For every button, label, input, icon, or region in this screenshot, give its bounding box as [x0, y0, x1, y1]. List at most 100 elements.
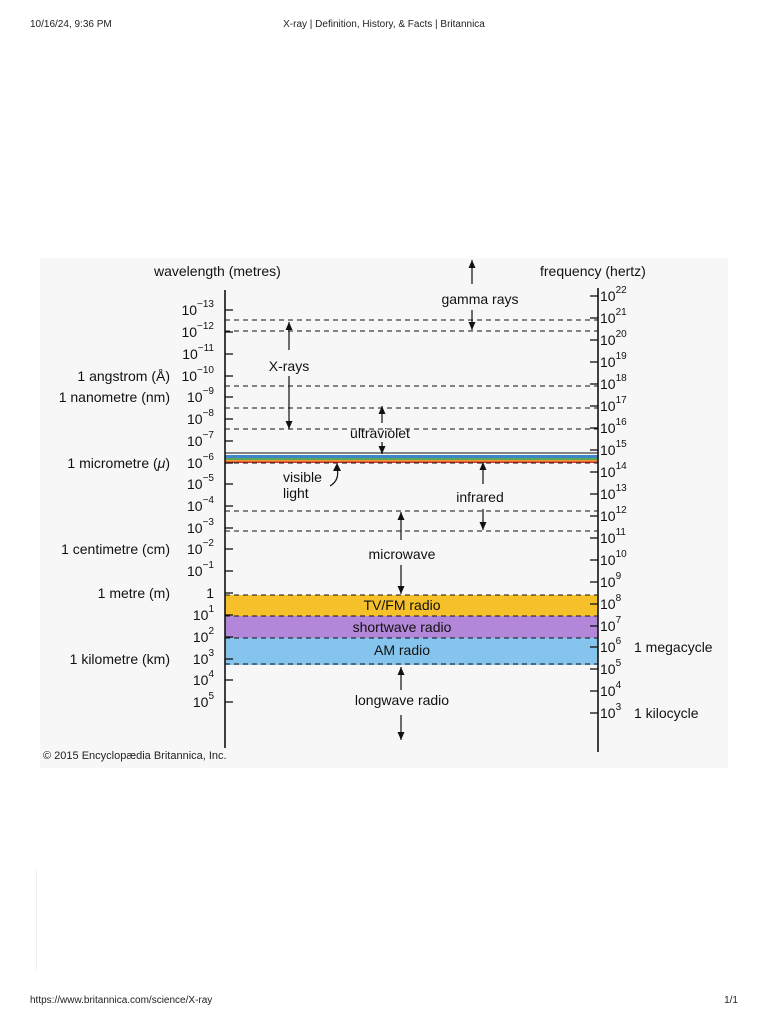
- wavelength-tick-label: 10−13: [154, 299, 214, 318]
- frequency-tick-label: 106: [600, 636, 622, 655]
- ir-arrow-down-head: [479, 522, 487, 530]
- region-infrared: infrared: [456, 489, 504, 505]
- tick-exponent: −3: [202, 517, 214, 529]
- frequency-tick-label: 1013: [600, 484, 627, 502]
- em-spectrum-diagram: wavelength (metres) frequency (hertz) 10…: [40, 258, 728, 768]
- uv-arrow-up-head: [378, 406, 386, 414]
- frequency-tick-label: 1014: [600, 462, 627, 480]
- tick-exponent: −4: [202, 495, 214, 507]
- tick-exponent: −7: [202, 430, 214, 442]
- tick-mantissa: 10: [187, 455, 203, 471]
- region-gamma-rays: gamma rays: [441, 291, 519, 307]
- tick-mantissa: 10: [192, 651, 209, 667]
- frequency-tick-label: 1011: [600, 528, 626, 546]
- tick-exponent: 18: [615, 373, 627, 385]
- copyright-notice: © 2015 Encyclopædia Britannica, Inc.: [43, 750, 227, 762]
- tick-mantissa: 10: [600, 464, 616, 480]
- visible-pointer-head: [333, 463, 341, 471]
- tick-mantissa: 1: [206, 585, 214, 601]
- microwave-arrow-down-head: [397, 586, 405, 594]
- wavelength-tick-label: 102: [154, 626, 214, 645]
- wavelength-tick-label: 103: [154, 648, 214, 667]
- tick-mantissa: 10: [187, 541, 203, 557]
- tick-exponent: −2: [202, 538, 214, 550]
- wavelength-tick-label: 10−11: [154, 343, 214, 362]
- label-centimetre: 1 centimetre (cm): [61, 541, 170, 557]
- tick-mantissa: 10: [192, 694, 209, 710]
- tick-exponent: 17: [615, 395, 627, 407]
- label-kilocycle: 1 kilocycle: [634, 705, 699, 721]
- tick-exponent: 3: [208, 648, 214, 660]
- frequency-tick-label: 1022: [600, 286, 627, 304]
- tick-exponent: −11: [197, 343, 214, 355]
- tick-exponent: 3: [615, 702, 622, 714]
- tick-exponent: −12: [197, 321, 214, 333]
- tick-mantissa: 10: [600, 354, 616, 370]
- print-timestamp: 10/16/24, 9:36 PM: [30, 19, 112, 30]
- tick-mantissa: 10: [600, 376, 616, 392]
- wavelength-tick-label: 10−8: [154, 408, 214, 427]
- tick-mantissa: 10: [600, 618, 616, 634]
- label-nanometre: 1 nanometre (nm): [58, 389, 170, 405]
- wavelength-tick-label: 10−7: [154, 430, 214, 449]
- tick-exponent: −1: [202, 560, 214, 572]
- tick-exponent: −6: [202, 452, 214, 464]
- tick-mantissa: 10: [187, 563, 203, 579]
- longwave-arrow-down-head: [397, 732, 405, 740]
- region-x-rays: X-rays: [268, 358, 310, 374]
- xray-arrow-up-head: [285, 322, 293, 330]
- tick-exponent: 5: [208, 691, 214, 703]
- tick-exponent: −8: [202, 408, 214, 420]
- tick-mantissa: 10: [600, 639, 616, 655]
- tick-mantissa: 10: [187, 389, 203, 405]
- tick-exponent: 4: [615, 680, 622, 692]
- xray-arrow-down-head: [285, 421, 293, 429]
- wavelength-tick-label: 1: [154, 585, 214, 601]
- page-edge-line: [36, 870, 37, 970]
- gamma-arrow-up-head: [468, 260, 476, 268]
- frequency-tick-label: 107: [600, 615, 622, 634]
- region-am-radio: AM radio: [373, 642, 431, 658]
- tick-mantissa: 10: [600, 705, 616, 721]
- region-microwave: microwave: [368, 546, 436, 562]
- frequency-tick-label: 1020: [600, 330, 627, 348]
- tick-mantissa: 10: [600, 552, 616, 568]
- wavelength-tick-label: 10−4: [154, 495, 214, 514]
- frequency-axis-title: frequency (hertz): [540, 263, 646, 279]
- tick-mantissa: 10: [187, 498, 203, 514]
- tick-exponent: 2: [208, 626, 214, 638]
- label-micrometre: 1 micrometre (μ): [0, 455, 170, 471]
- band-visible-orange: [225, 460, 598, 462]
- tick-mantissa: 10: [192, 672, 209, 688]
- tick-mantissa: 10: [187, 411, 203, 427]
- region-ultraviolet: ultraviolet: [350, 425, 410, 441]
- tick-exponent: 7: [615, 615, 622, 627]
- frequency-tick-label: 105: [600, 659, 621, 677]
- wavelength-tick-label: 104: [154, 670, 214, 688]
- tick-mantissa: 10: [600, 310, 616, 326]
- tick-exponent: 6: [615, 636, 622, 648]
- frequency-tick-label: 1016: [600, 418, 627, 436]
- tick-mantissa: 10: [600, 530, 616, 546]
- micro-symbol: μ: [157, 455, 166, 471]
- wavelength-tick-label: 10−10: [154, 366, 214, 384]
- ir-arrow-up-head: [479, 462, 487, 470]
- wavelength-tick-label: 10−12: [154, 321, 214, 340]
- label-micrometre-close: ): [165, 455, 170, 471]
- label-micrometre-text: 1 micrometre (: [67, 455, 158, 471]
- tick-mantissa: 10: [192, 629, 209, 645]
- tick-exponent: 1: [208, 604, 214, 616]
- wavelength-tick-label: 101: [154, 604, 214, 623]
- wavelength-axis-title: wavelength (metres): [154, 263, 281, 279]
- tick-mantissa: 10: [181, 324, 198, 340]
- tick-mantissa: 10: [600, 574, 616, 590]
- tick-mantissa: 10: [182, 346, 198, 362]
- band-visible-green: [225, 458, 598, 460]
- uv-arrow-down-head: [378, 446, 386, 454]
- tick-mantissa: 10: [600, 596, 616, 612]
- tick-exponent: −13: [197, 299, 214, 311]
- tick-mantissa: 10: [187, 433, 203, 449]
- region-tv-fm-radio: TV/FM radio: [363, 597, 441, 613]
- label-kilometre: 1 kilometre (km): [69, 651, 170, 667]
- region-visible: visible: [283, 469, 322, 485]
